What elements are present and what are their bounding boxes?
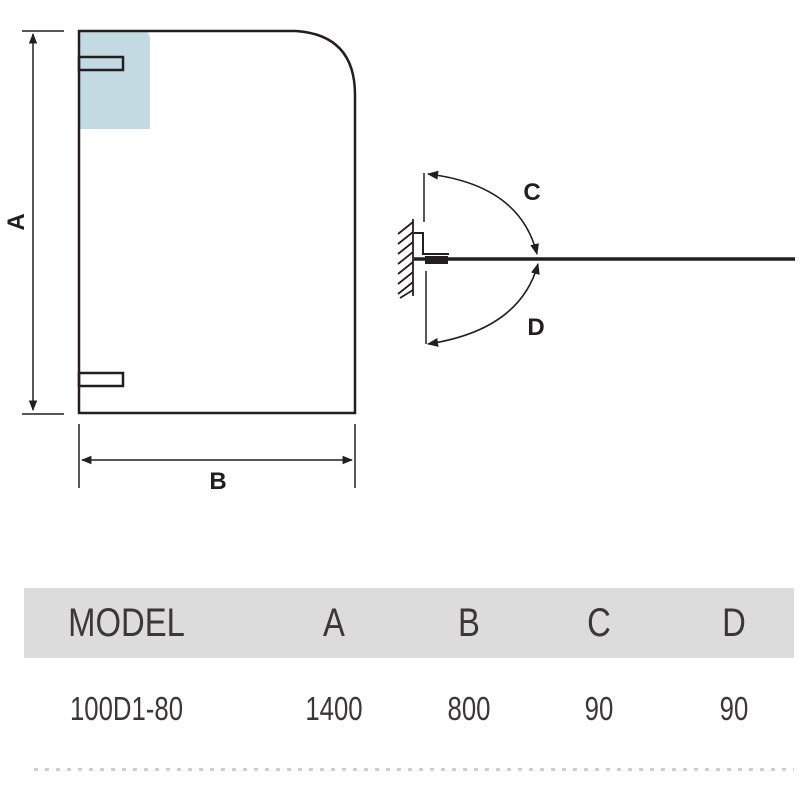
hinge-bracket <box>414 232 449 255</box>
cell-model: 100D1-80 <box>69 690 184 727</box>
wall-hatch-icon <box>397 219 414 299</box>
cell-d: 90 <box>719 690 749 727</box>
table-row: 100D1-80 1400 800 90 90 <box>24 658 794 748</box>
swing-d-label: D <box>527 314 544 341</box>
cell-c: 90 <box>584 690 614 727</box>
swing-c-label: C <box>523 179 540 206</box>
swing-arc-c <box>426 170 539 256</box>
cell-b: 800 <box>447 690 491 727</box>
glass-panel-outline <box>77 29 357 415</box>
cell-a: 1400 <box>305 690 363 727</box>
header-b: B <box>458 600 480 645</box>
table-header-row: MODEL A B C D <box>24 588 794 658</box>
top-view: C D <box>397 170 795 347</box>
header-c: C <box>587 600 611 645</box>
spec-table: MODEL A B C D 100D1-80 1400 800 90 90 <box>24 588 794 748</box>
front-view: A B <box>3 29 357 495</box>
wall-hinge-top <box>77 55 125 72</box>
dim-a-label: A <box>3 213 30 230</box>
swing-arc-d <box>426 262 540 347</box>
header-d: D <box>722 600 746 645</box>
header-a: A <box>323 600 345 645</box>
glass-tint-highlight <box>79 31 150 129</box>
shower-screen-diagram: A B C D <box>3 29 795 495</box>
header-model: MODEL <box>68 600 185 645</box>
dotted-divider <box>34 768 794 771</box>
wall-hinge-bottom <box>77 371 125 388</box>
dim-b-label: B <box>209 468 226 495</box>
